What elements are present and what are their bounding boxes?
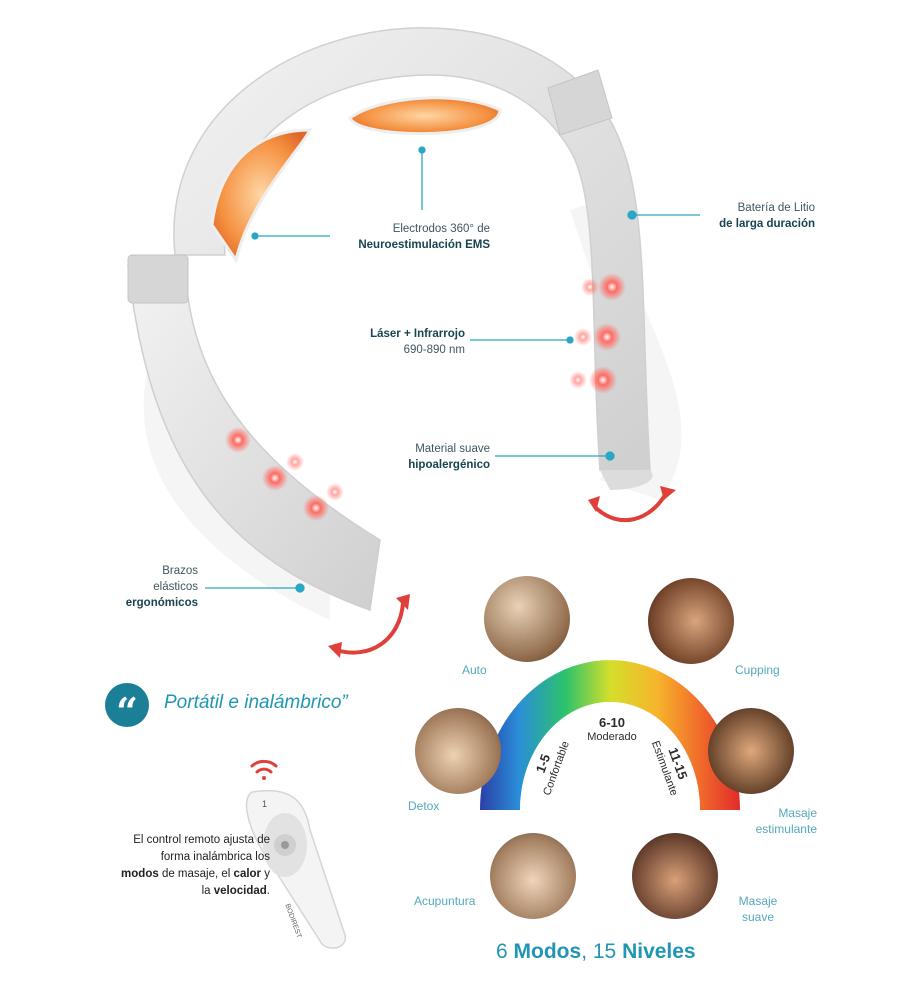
mode-label-masaje-suave: Masaje suave: [738, 894, 778, 924]
photo-masaje-estimulante: [708, 708, 794, 794]
mode-label-cupping: Cupping: [735, 663, 780, 677]
intensity-gauge: [480, 660, 740, 810]
callout-arms: Brazos elásticos ergonómicos: [125, 565, 198, 609]
callout-material: Material suave hipoalergénico: [408, 443, 490, 471]
wireless-signal-icon: [250, 759, 278, 780]
motion-arrow-right: [594, 493, 667, 523]
mode-label-detox: Detox: [408, 799, 440, 813]
quote-icon: “: [105, 683, 149, 734]
mode-label-masaje-estimulante: Masaje estimulante: [755, 806, 817, 836]
motion-arrow-left: [334, 601, 405, 655]
remote-button-1: 1: [262, 799, 268, 809]
remote-description: El control remoto ajusta de forma inalám…: [121, 834, 270, 897]
photo-cupping: [648, 578, 734, 664]
callout-battery: Batería de Litio de larga duración: [719, 202, 815, 230]
mode-label-acupuntura: Acupuntura: [414, 894, 476, 908]
callout-laser: Láser + Infrarrojo 690-890 nm: [370, 328, 465, 356]
photo-auto: [484, 576, 570, 662]
modes-levels-summary: 6 Modos, 15 Niveles: [496, 940, 696, 963]
photo-detox: [415, 708, 501, 794]
photo-masaje-suave: [632, 833, 718, 919]
photo-acupuntura: [490, 833, 576, 919]
portable-tagline: Portátil e inalámbrico”: [164, 692, 348, 713]
level-mid: 6-10 Moderado: [587, 715, 637, 744]
callout-electrodes: Electrodos 360° de Neuroestimulación EMS: [358, 223, 490, 251]
remote-control: [245, 790, 346, 949]
mode-label-auto: Auto: [462, 663, 487, 677]
